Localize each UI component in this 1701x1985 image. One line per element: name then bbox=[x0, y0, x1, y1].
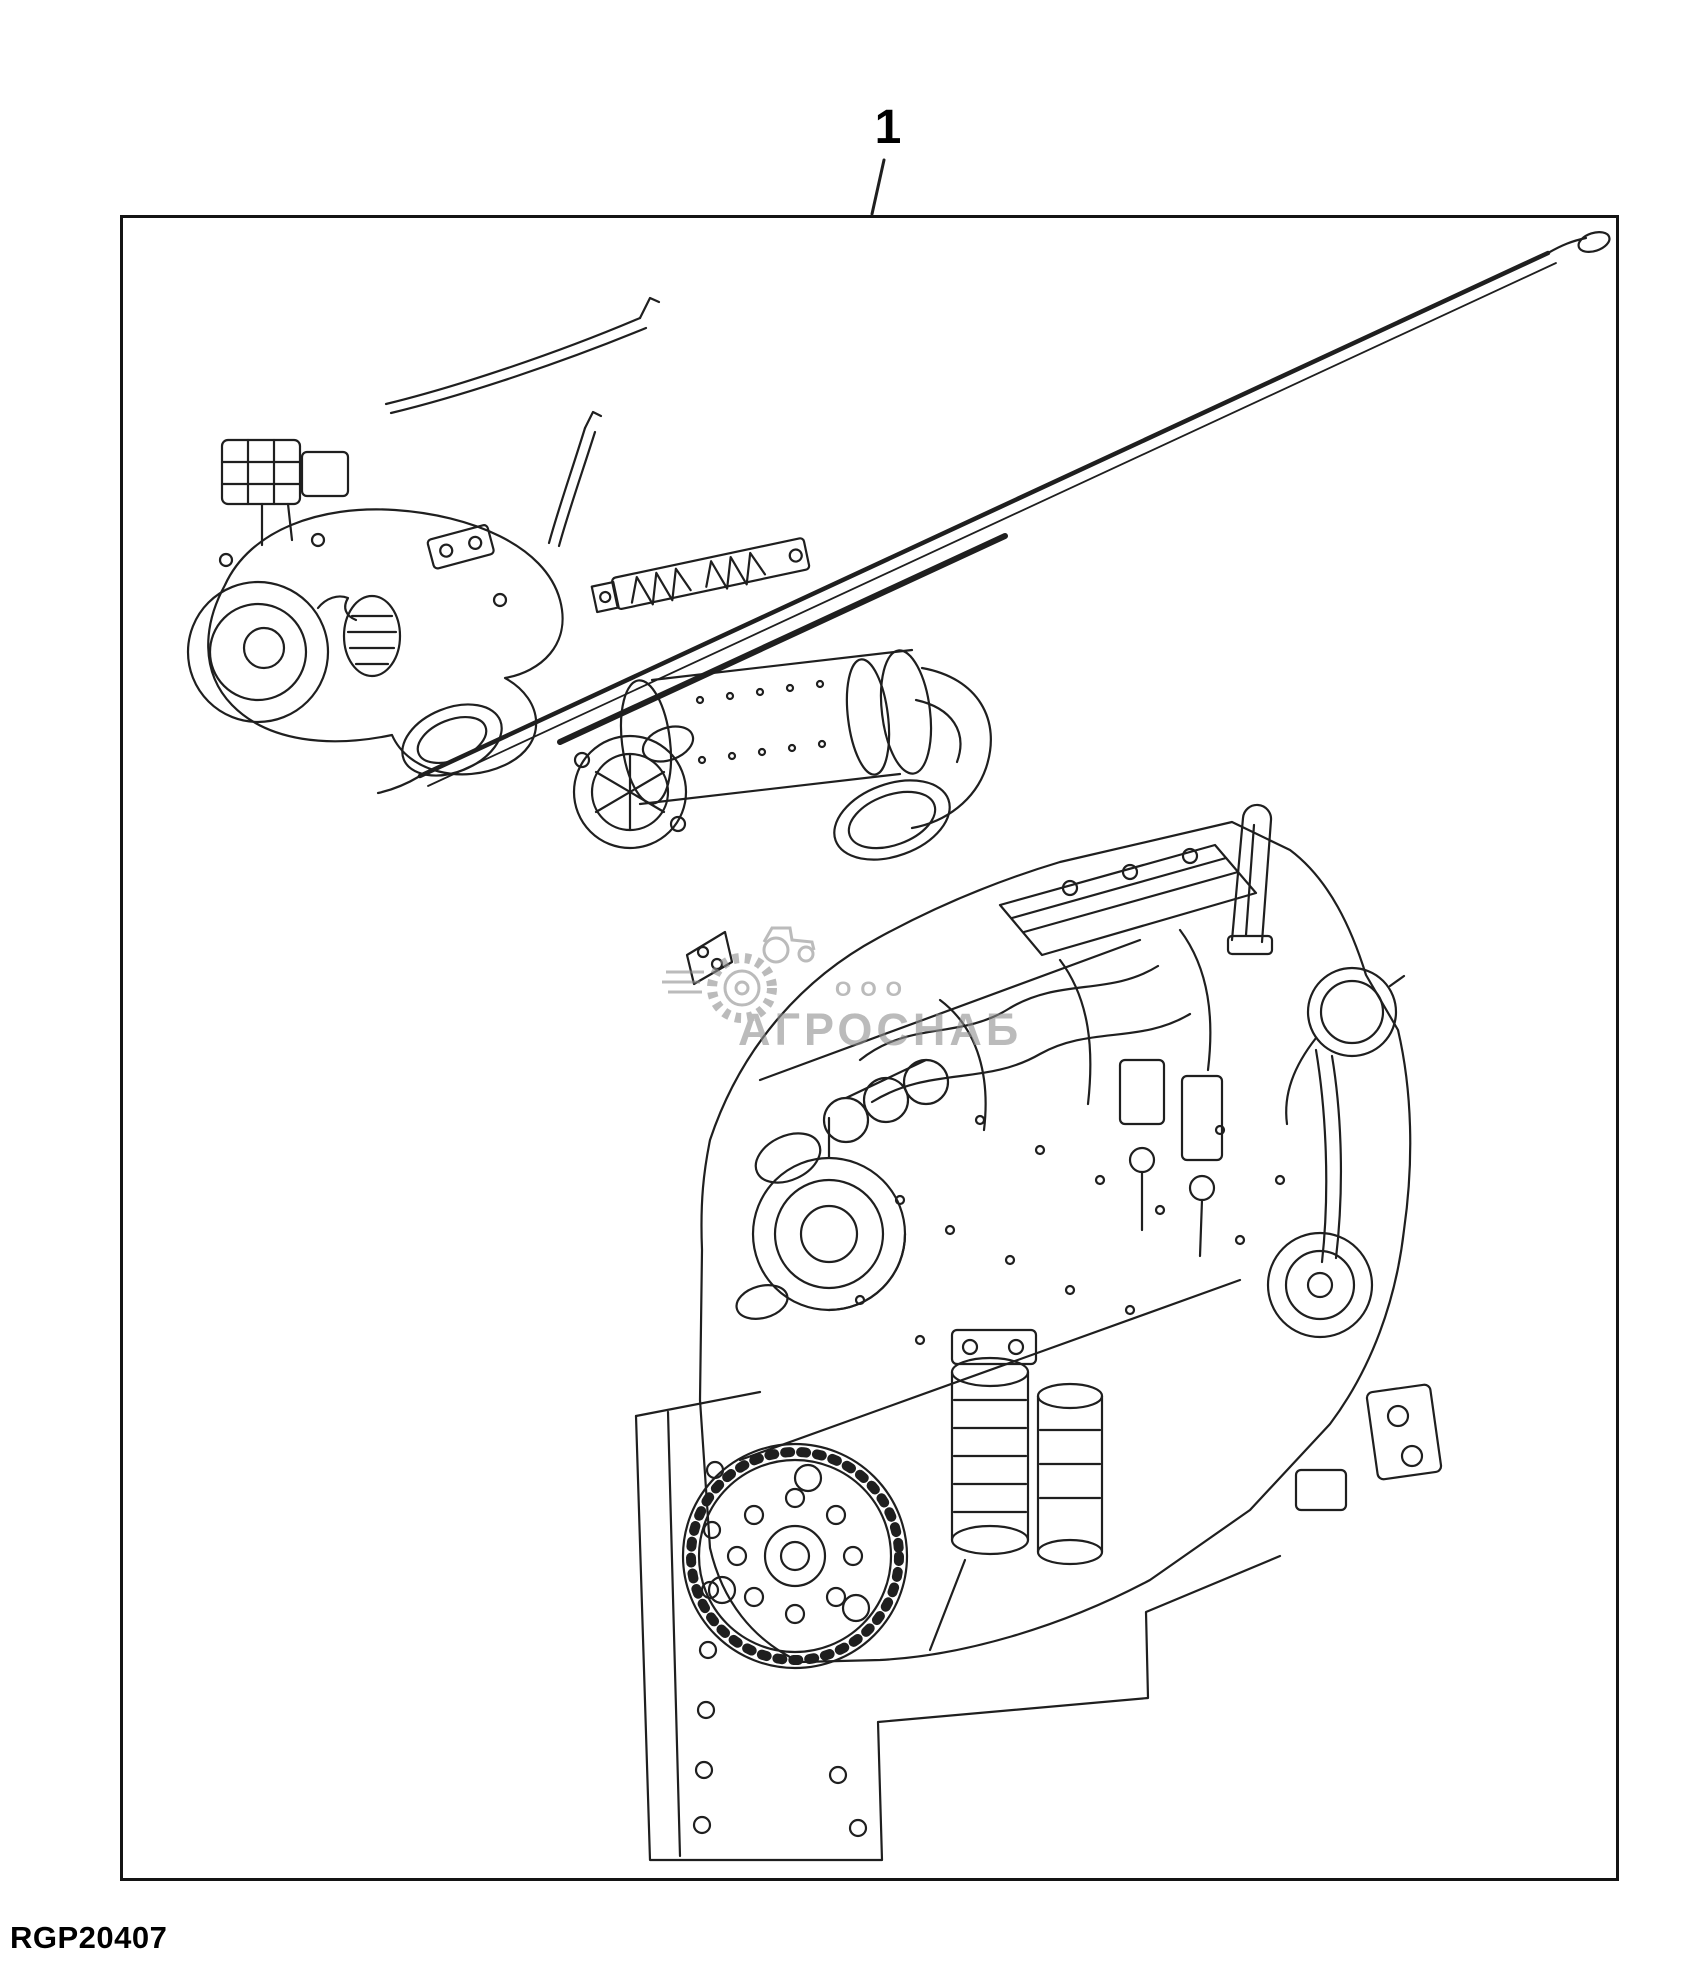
watermark-logo bbox=[662, 926, 816, 1023]
tractor-icon bbox=[762, 926, 816, 964]
small-bracket bbox=[426, 524, 495, 570]
speed-lines-icon bbox=[662, 970, 704, 994]
callout-number: 1 bbox=[874, 101, 902, 154]
exhaust-elbow-assembly bbox=[186, 438, 564, 777]
bracket-with-springs bbox=[590, 537, 811, 614]
watermark: ООО АГРОСНАБ bbox=[660, 920, 1080, 1080]
callout-leader-line bbox=[870, 158, 886, 216]
watermark-prefix: ООО bbox=[835, 978, 912, 1001]
engine-assembly bbox=[634, 803, 1443, 1862]
part-code: RGP20407 bbox=[10, 1920, 168, 1955]
gear-icon bbox=[707, 953, 777, 1023]
diagram-frame bbox=[120, 215, 1619, 1881]
dipstick-rod bbox=[316, 231, 1611, 795]
aftertreatment-canister bbox=[572, 648, 992, 861]
dipstick-tubes bbox=[384, 296, 661, 548]
watermark-name: АГРОСНАБ bbox=[738, 1004, 1023, 1055]
